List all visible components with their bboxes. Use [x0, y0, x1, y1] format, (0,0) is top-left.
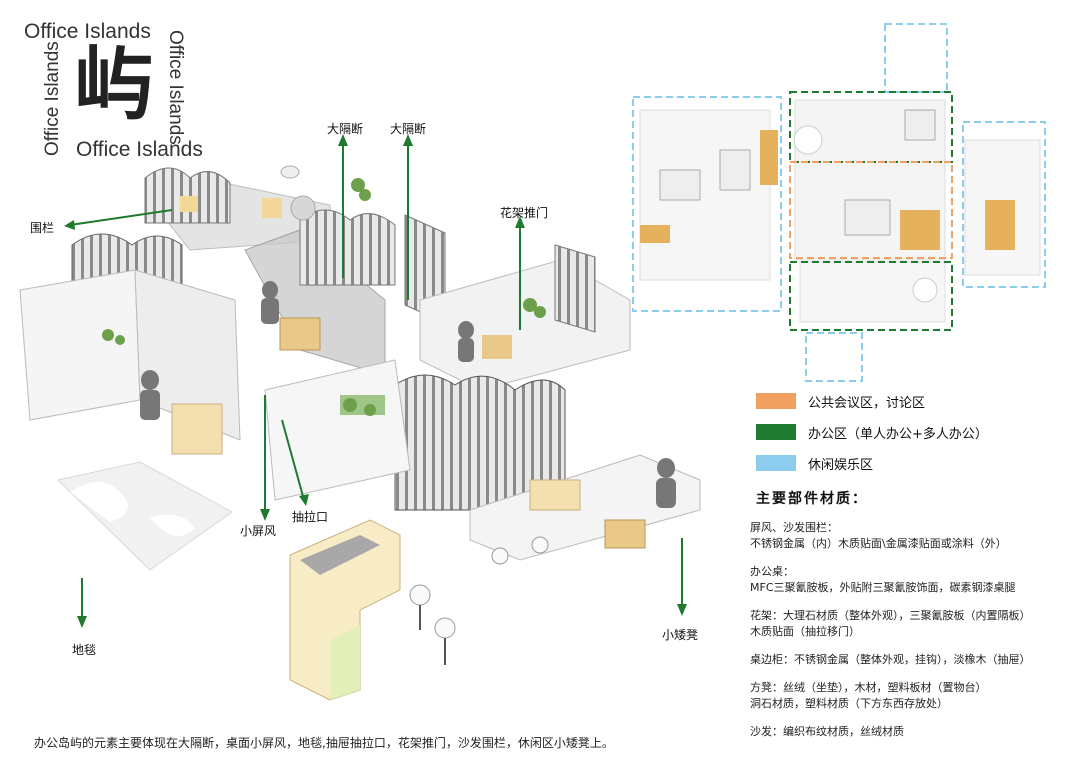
callout-xiao-aideng: 小矮凳 [662, 628, 699, 642]
legend-swatch-blue [756, 455, 796, 471]
title-cn-character: 屿 [74, 37, 154, 131]
zone-leisure-left [632, 96, 782, 312]
sofa-fence [144, 167, 231, 224]
material-item: 沙发：编织布纹材质，丝绒材质 [750, 724, 1031, 740]
front-partition [394, 374, 566, 511]
material-line: 洞石材质，塑料材质（下方东西存放处） [750, 697, 948, 710]
legend-label-office: 办公区（单人办公+多人办公） [808, 426, 988, 442]
material-line: 花架：大理石材质（整体外观），三聚氰胺板（内置隔板） [750, 609, 1031, 622]
legend-swatch-orange [756, 393, 796, 409]
title-en-vertical-right: Office Islands [165, 30, 186, 145]
material-line: 方凳：丝绒（坐垫），木材，塑料板材（置物台） [750, 681, 987, 694]
material-item: 桌边柜：不锈钢金属（整体外观，挂钩），淡橡木（抽屉） [750, 652, 1031, 668]
legend-item-office: 办公区（单人办公+多人办公） [756, 423, 988, 442]
rug-shape [56, 461, 233, 571]
material-line: 不锈钢金属（内）木质贴面\金属漆贴面或涂料（外） [750, 537, 1007, 550]
material-item: 花架：大理石材质（整体外观），三聚氰胺板（内置隔板） 木质贴面（抽拉移门） [750, 608, 1031, 640]
legend-swatch-green [756, 424, 796, 440]
callout-ditan: 地毯 [72, 643, 97, 657]
legend-label-meeting: 公共会议区，讨论区 [808, 395, 926, 411]
plants [102, 178, 546, 416]
material-line: 办公桌： [750, 565, 794, 578]
callout-arrows [69, 140, 683, 622]
callout-xiao-pingfeng: 小屏风 [240, 524, 277, 538]
callout-da-geduan-1: 大隔断 [327, 122, 364, 136]
title-en-top: Office Islands [24, 20, 151, 43]
material-line: MFC三聚氰胺板，外贴附三聚氰胺饰面，碳素钢漆桌腿 [750, 581, 1016, 594]
callout-choula-kou: 抽拉口 [292, 510, 329, 524]
legend-item-leisure: 休闲娱乐区 [756, 454, 988, 473]
caption: 办公岛屿的元素主要体现在大隔断，桌面小屏风，地毯,抽屉抽拉口，花架推门，沙发围栏… [34, 736, 614, 750]
legend: 公共会议区，讨论区 办公区（单人办公+多人办公） 休闲娱乐区 [756, 392, 988, 473]
person-silhouettes [140, 281, 676, 508]
plan-view [632, 23, 1046, 382]
material-line: 屏风、沙发围栏： [750, 521, 838, 534]
materials-heading: 主要部件材质： [756, 491, 868, 507]
zone-meeting [789, 161, 953, 259]
material-line: 木质贴面（抽拉移门） [750, 625, 860, 638]
material-line: 沙发：编织布纹材质，丝绒材质 [750, 725, 904, 738]
stools [409, 536, 549, 665]
material-line: 桌边柜：不锈钢金属（整体外观，挂钩），淡橡木（抽屉） [750, 653, 1031, 666]
material-item: 方凳：丝绒（坐垫），木材，塑料板材（置物台） 洞石材质，塑料材质（下方东西存放处… [750, 680, 1031, 712]
callout-huajia-tuimen: 花架推门 [500, 206, 549, 220]
legend-label-leisure: 休闲娱乐区 [808, 457, 874, 473]
legend-item-meeting: 公共会议区，讨论区 [756, 392, 988, 411]
material-item: 办公桌： MFC三聚氰胺板，外贴附三聚氰胺饰面，碳素钢漆桌腿 [750, 564, 1031, 596]
title-en-bottom: Office Islands [76, 138, 203, 161]
callout-da-geduan-2: 大隔断 [390, 122, 427, 136]
material-item: 屏风、沙发围栏： 不锈钢金属（内）木质贴面\金属漆贴面或涂料（外） [750, 520, 1031, 552]
materials-list: 屏风、沙发围栏： 不锈钢金属（内）木质贴面\金属漆贴面或涂料（外） 办公桌： M… [750, 520, 1031, 740]
callout-weilan: 围栏 [30, 221, 55, 235]
zone-office-bottom [789, 261, 953, 331]
